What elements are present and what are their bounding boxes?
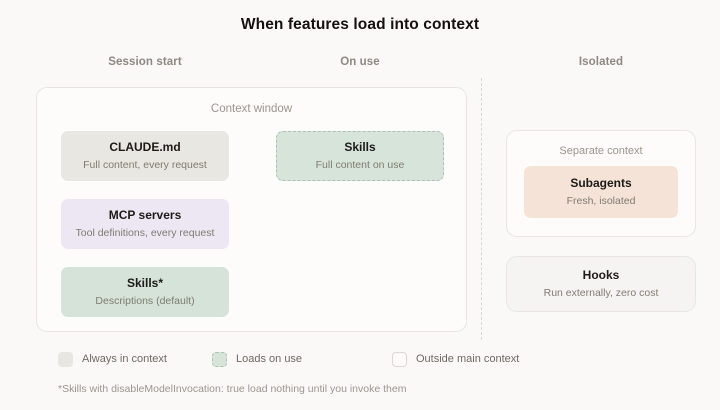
card-mcp-servers: MCP servers Tool definitions, every requ… — [61, 199, 229, 249]
legend-swatch-dashed-green-icon — [212, 351, 227, 367]
card-skills-on-use: Skills Full content on use — [276, 131, 444, 181]
legend-item-loads-on-use: Loads on use — [212, 350, 302, 368]
page-title: When features load into context — [240, 16, 480, 33]
legend-label: Always in context — [82, 353, 167, 365]
legend-swatch-outlined-white-icon — [392, 351, 407, 367]
card-subtitle: Tool definitions, every request — [75, 227, 215, 240]
legend-item-outside-main-context: Outside main context — [392, 350, 519, 368]
card-title: MCP servers — [108, 207, 182, 222]
card-subtitle: Fresh, isolated — [566, 195, 636, 208]
legend-label: Outside main context — [416, 353, 520, 365]
card-subagents: Subagents Fresh, isolated — [524, 166, 678, 218]
column-divider — [481, 78, 482, 340]
footnote: *Skills with disableModelInvocation: tru… — [58, 383, 407, 395]
card-subtitle: Run externally, zero cost — [543, 287, 659, 300]
card-subtitle: Full content on use — [315, 159, 405, 172]
column-header-isolated: Isolated — [578, 56, 624, 68]
separate-context-label: Separate context — [559, 145, 643, 157]
column-header-session-start: Session start — [108, 56, 182, 68]
card-skills-descriptions: Skills* Descriptions (default) — [61, 267, 229, 317]
card-subtitle: Full content, every request — [83, 159, 207, 172]
card-title: CLAUDE.md — [109, 139, 181, 154]
card-title: Subagents — [570, 175, 632, 190]
card-title: Hooks — [582, 267, 620, 282]
legend-swatch-solid-gray-icon — [58, 351, 73, 367]
column-header-on-use: On use — [340, 56, 380, 68]
legend: Always in context Loads on use Outside m… — [58, 350, 658, 368]
card-claude-md: CLAUDE.md Full content, every request — [61, 131, 229, 181]
card-title: Skills — [344, 139, 376, 154]
context-window-label: Context window — [210, 103, 293, 115]
card-title: Skills* — [126, 275, 164, 290]
card-hooks: Hooks Run externally, zero cost — [506, 256, 696, 312]
card-subtitle: Descriptions (default) — [95, 295, 195, 308]
legend-label: Loads on use — [236, 353, 303, 365]
legend-item-always-in-context: Always in context — [58, 350, 167, 368]
